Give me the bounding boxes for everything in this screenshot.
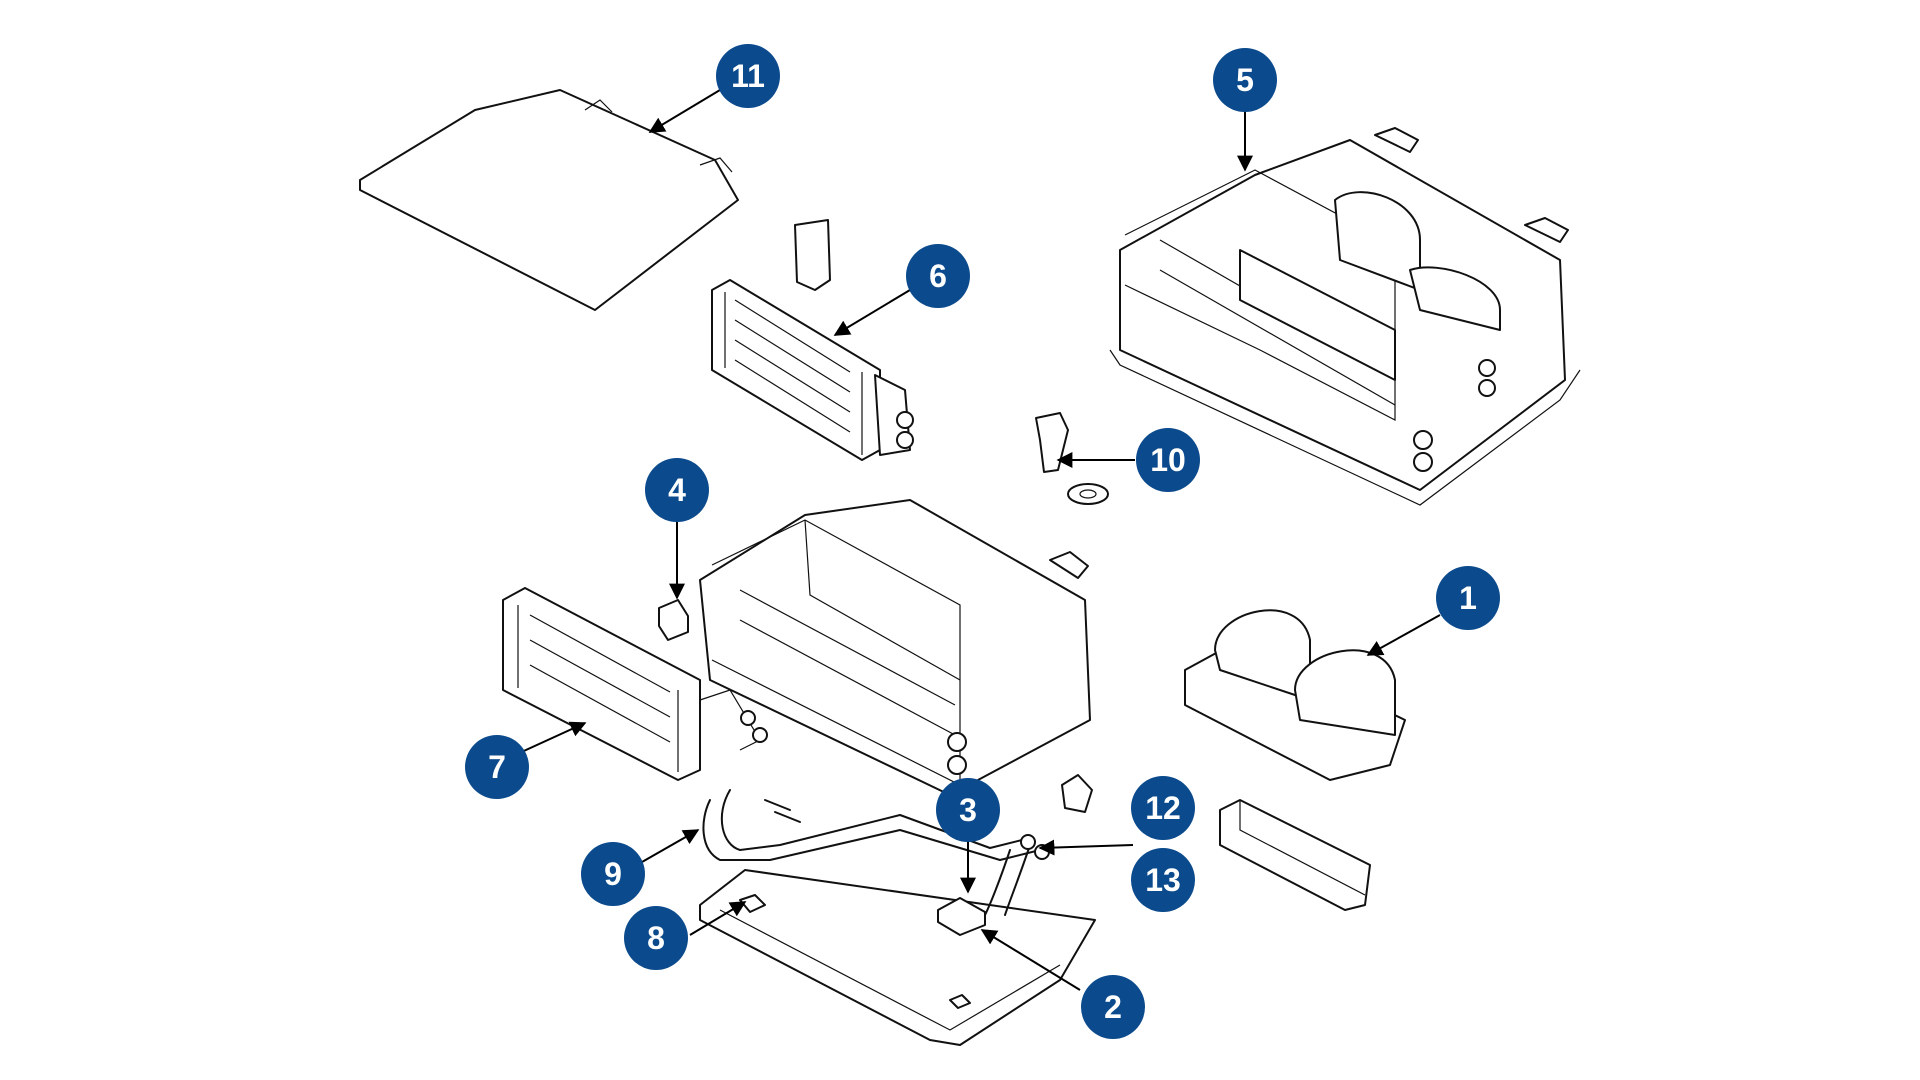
callout-12-label: 12 bbox=[1145, 790, 1181, 826]
callout-12: 12 bbox=[1131, 776, 1195, 840]
callout-5-circle bbox=[1213, 48, 1277, 112]
leader-6 bbox=[833, 289, 911, 336]
callout-6-label: 6 bbox=[929, 258, 947, 294]
callout-7-circle bbox=[465, 735, 529, 799]
leader-11 bbox=[648, 89, 721, 133]
leader-lines bbox=[514, 89, 1441, 991]
callout-10-label: 10 bbox=[1150, 442, 1186, 478]
part-top-cover-panel bbox=[359, 89, 739, 311]
leader-12-13 bbox=[1038, 839, 1134, 856]
callout-7: 7 bbox=[465, 735, 529, 799]
callout-11-label: 11 bbox=[731, 58, 765, 94]
callout-11-circle bbox=[716, 44, 780, 108]
callout-6-circle bbox=[906, 244, 970, 308]
callout-13-circle bbox=[1131, 848, 1195, 912]
callout-6: 6 bbox=[906, 244, 970, 308]
callout-3: 3 bbox=[936, 778, 1000, 842]
part-small-switch bbox=[658, 599, 689, 641]
callout-1-circle bbox=[1436, 566, 1500, 630]
callout-9-circle bbox=[581, 842, 645, 906]
callout-2: 2 bbox=[1081, 975, 1145, 1039]
callout-4-label: 4 bbox=[668, 472, 686, 508]
callout-3-circle bbox=[936, 778, 1000, 842]
part-cover-box bbox=[1219, 799, 1371, 911]
callout-13-label: 13 bbox=[1145, 862, 1181, 898]
part-main-housing bbox=[1109, 127, 1581, 506]
callout-13: 13 bbox=[1131, 848, 1195, 912]
callout-7-label: 7 bbox=[488, 749, 506, 785]
part-small-plate bbox=[1061, 774, 1093, 813]
part-tubing-and-base-pan bbox=[699, 789, 1096, 1046]
leader-8 bbox=[689, 901, 747, 936]
leader-9 bbox=[641, 829, 700, 863]
callout-10: 10 bbox=[1136, 428, 1200, 492]
callout-10-circle bbox=[1136, 428, 1200, 492]
callout-5: 5 bbox=[1213, 48, 1277, 112]
leader-1 bbox=[1366, 614, 1441, 656]
callout-8: 8 bbox=[624, 906, 688, 970]
leader-7 bbox=[514, 721, 587, 756]
callout-9-label: 9 bbox=[604, 856, 622, 892]
callout-1: 1 bbox=[1436, 566, 1500, 630]
callout-4-circle bbox=[645, 458, 709, 522]
part-heater-core-lower bbox=[502, 587, 768, 781]
callout-11: 11 bbox=[716, 44, 780, 108]
callout-8-label: 8 bbox=[647, 920, 665, 956]
part-blower-assembly bbox=[1184, 609, 1406, 781]
callout-12-circle bbox=[1131, 776, 1195, 840]
part-lower-housing bbox=[699, 499, 1091, 796]
leader-2 bbox=[980, 929, 1081, 991]
callout-3-label: 3 bbox=[959, 792, 977, 828]
part-heater-core-upper bbox=[711, 219, 914, 461]
callout-2-label: 2 bbox=[1104, 989, 1122, 1025]
callout-4: 4 bbox=[645, 458, 709, 522]
callout-2-circle bbox=[1081, 975, 1145, 1039]
part-bracket-and-grommet bbox=[1035, 412, 1109, 505]
callout-8-circle bbox=[624, 906, 688, 970]
callout-9: 9 bbox=[581, 842, 645, 906]
callout-5-label: 5 bbox=[1236, 62, 1254, 98]
callout-1-label: 1 bbox=[1459, 580, 1477, 616]
